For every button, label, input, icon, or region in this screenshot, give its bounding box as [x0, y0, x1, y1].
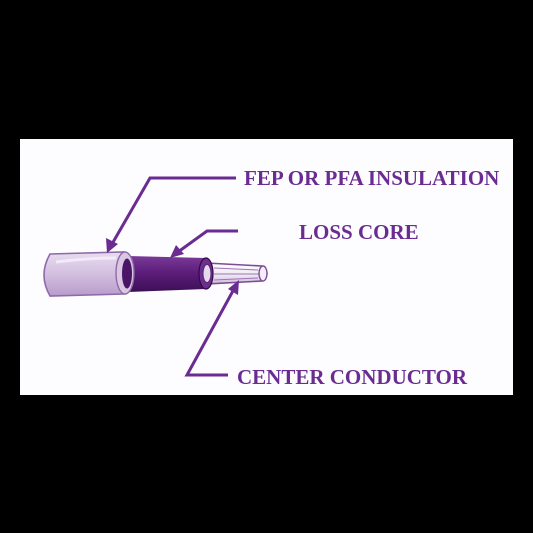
core-label: LOSS CORE	[299, 220, 419, 244]
conductor-leader	[184, 280, 239, 377]
loss-core	[128, 256, 214, 292]
core-leader	[170, 229, 238, 258]
insulation-label: FEP OR PFA INSULATION	[244, 166, 499, 190]
insulation-leader	[106, 176, 236, 253]
conductor-label: CENTER CONDUCTOR	[237, 365, 468, 389]
insulation-jacket	[43, 251, 135, 297]
center-conductor	[205, 262, 268, 285]
